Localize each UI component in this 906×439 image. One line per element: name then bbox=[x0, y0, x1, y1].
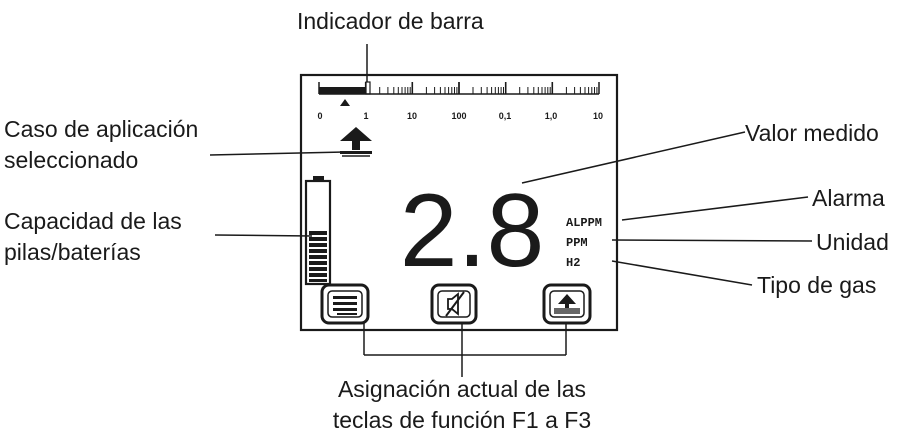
label-application-case-line1: Caso de aplicación bbox=[4, 116, 199, 142]
scale-marker-icon bbox=[340, 99, 350, 106]
label-gas-type: Tipo de gas bbox=[757, 272, 877, 298]
unit-text: PPM bbox=[566, 236, 588, 250]
label-unit: Unidad bbox=[816, 229, 889, 255]
label-bar-indicator: Indicador de barra bbox=[297, 8, 484, 34]
gas-type-text: H2 bbox=[566, 256, 580, 270]
bar-scale-ticks bbox=[318, 82, 600, 94]
label-function-keys-line1: Asignación actual de las bbox=[337, 376, 587, 402]
label-battery-capacity: Capacidad de las pilas/baterías bbox=[4, 206, 182, 268]
application-case-icon bbox=[340, 127, 372, 157]
scale-label: 10 bbox=[593, 111, 603, 121]
scale-label: 1 bbox=[363, 111, 368, 121]
label-function-keys-line2: teclas de función F1 a F3 bbox=[332, 407, 592, 433]
battery-icon bbox=[304, 176, 332, 286]
label-battery-capacity-line1: Capacidad de las bbox=[4, 208, 182, 234]
scale-label: 100 bbox=[451, 111, 466, 121]
scale-labels: 0 1 10 100 0,1 1,0 10 bbox=[317, 111, 603, 121]
bar-indicator-fill bbox=[319, 87, 366, 94]
measured-value: 2.8 bbox=[400, 173, 545, 289]
label-application-case-line2: seleccionado bbox=[4, 147, 139, 173]
leader-gas-type bbox=[611, 260, 753, 286]
label-battery-capacity-line2: pilas/baterías bbox=[4, 239, 141, 265]
label-measured-value: Valor medido bbox=[745, 120, 879, 146]
softkey-f3-application-case-icon bbox=[542, 283, 592, 325]
label-function-keys: Asignación actual de las teclas de funci… bbox=[301, 374, 623, 436]
leader-alarm bbox=[621, 196, 809, 221]
battery-level-fill bbox=[309, 231, 327, 282]
scale-label: 0 bbox=[317, 111, 322, 121]
label-application-case: Caso de aplicación seleccionado bbox=[4, 114, 198, 176]
leader-application-case bbox=[209, 151, 346, 156]
leader-lines bbox=[209, 44, 813, 377]
scale-label: 1,0 bbox=[545, 111, 558, 121]
softkey-f1-menu-icon bbox=[320, 283, 370, 325]
label-alarm: Alarma bbox=[812, 185, 885, 211]
softkey-f2-speaker-mute-icon bbox=[430, 283, 478, 325]
leader-battery bbox=[214, 234, 313, 237]
bar-indicator-pointer bbox=[365, 81, 371, 95]
leader-measured-value bbox=[521, 131, 746, 184]
leader-unit bbox=[611, 239, 813, 242]
alarm-text: ALPPM bbox=[566, 216, 602, 230]
scale-label: 10 bbox=[407, 111, 417, 121]
bar-indicator: 0 1 10 100 0,1 1,0 10 bbox=[317, 81, 603, 121]
scale-label: 0,1 bbox=[499, 111, 512, 121]
